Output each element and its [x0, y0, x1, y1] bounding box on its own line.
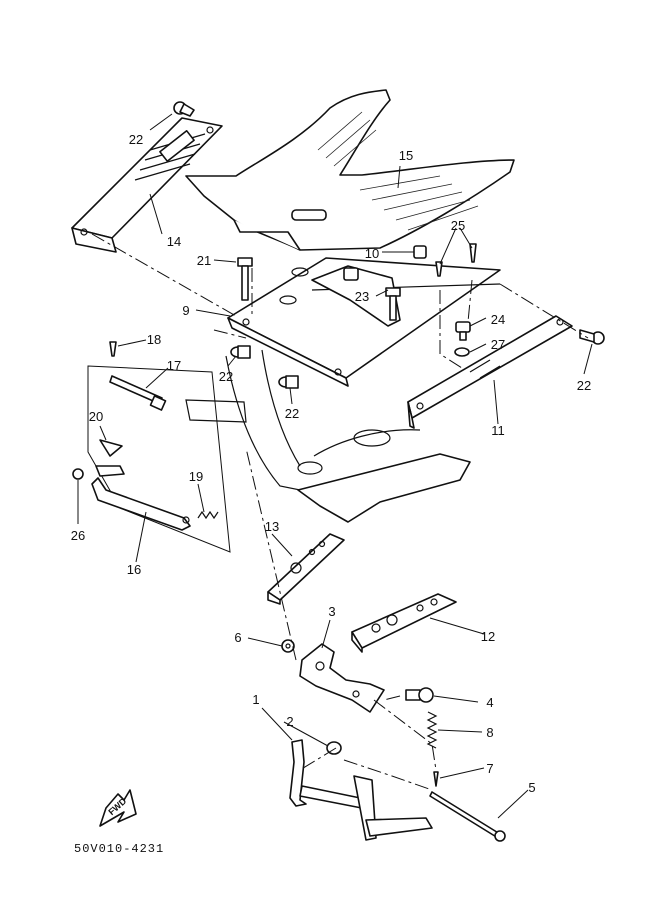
washer-26	[72, 468, 84, 480]
callout-7: 7	[486, 761, 493, 776]
leader-lines	[77, 113, 593, 819]
side-stand-group-outline	[87, 365, 231, 553]
callout-14: 14	[167, 234, 181, 249]
bolt-21	[237, 257, 253, 301]
callout-20: 20	[89, 409, 103, 424]
rivets-25	[435, 243, 477, 277]
callout-3: 3	[328, 604, 335, 619]
callout-5: 5	[528, 780, 535, 795]
stopper-20	[99, 439, 123, 457]
forward-arrow-icon: FWD	[99, 789, 137, 827]
pin-7	[433, 771, 439, 787]
callout-12: 12	[481, 629, 495, 644]
callout-15: 15	[399, 148, 413, 163]
left-footrest-rail	[71, 117, 223, 253]
side-stand-16	[91, 465, 191, 531]
bolt-24	[455, 321, 471, 341]
floor-cover	[185, 89, 515, 251]
callout-9: 9	[182, 303, 189, 318]
spring-19	[197, 510, 219, 520]
callout-11: 11	[491, 423, 505, 438]
callout-21: 21	[197, 253, 211, 268]
nut-6	[281, 639, 295, 653]
callout-17: 17	[167, 358, 181, 373]
shaft-5	[429, 791, 506, 842]
callout-26: 26	[71, 528, 85, 543]
center-stand-1	[289, 739, 433, 841]
bracket-13	[267, 533, 345, 605]
diagram-code: 50V010-4231	[74, 842, 164, 856]
callout-22-mid: 22	[285, 406, 299, 421]
shaft-17	[109, 375, 167, 411]
bracket-12	[351, 593, 457, 653]
callout-22-right: 22	[577, 378, 591, 393]
bolt-22-top	[173, 101, 195, 117]
callout-22-left: 22	[219, 369, 233, 384]
callout-22-top: 22	[129, 132, 143, 147]
grommet-10	[343, 245, 427, 281]
frame-tube	[185, 349, 471, 523]
callout-18: 18	[147, 332, 161, 347]
callouts: 22 14 15 21 9 10 23 25 24 27 22 11 22 22…	[71, 132, 591, 795]
callout-10: 10	[365, 246, 379, 261]
bracket-3	[299, 643, 385, 713]
washer-27	[454, 347, 470, 357]
right-footrest-rail	[407, 315, 573, 429]
bolt-23	[385, 287, 401, 321]
callout-4: 4	[486, 695, 493, 710]
floor-board-plate	[227, 257, 501, 387]
assembly-lines	[91, 233, 589, 791]
pin-18	[109, 341, 117, 357]
callout-2: 2	[286, 714, 293, 729]
callout-1: 1	[252, 692, 259, 707]
callout-19: 19	[189, 469, 203, 484]
callout-25: 25	[451, 218, 465, 233]
bolts-22-frame	[230, 345, 299, 389]
bolt-22-right	[579, 329, 605, 345]
callout-8: 8	[486, 725, 493, 740]
bolt-4	[405, 687, 434, 703]
callout-27: 27	[491, 337, 505, 352]
spring-8	[426, 711, 438, 749]
callout-24: 24	[491, 312, 505, 327]
callout-6: 6	[234, 630, 241, 645]
callout-16: 16	[127, 562, 141, 577]
callout-23: 23	[355, 289, 369, 304]
callout-13: 13	[265, 519, 279, 534]
